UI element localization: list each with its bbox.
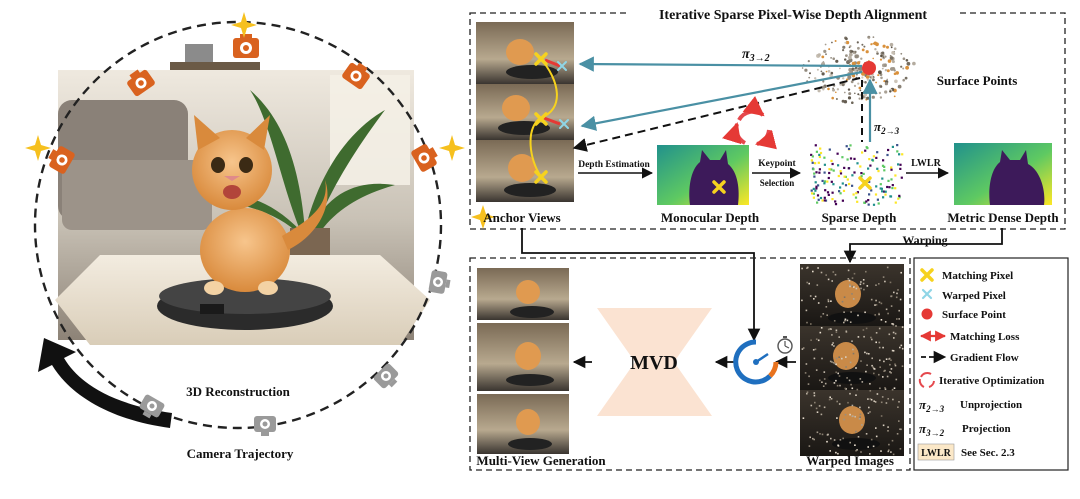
projection-arrow	[578, 56, 863, 72]
monocular-depth-label: Monocular Depth	[661, 210, 760, 225]
warped-pixel-icon	[921, 288, 933, 300]
legend-projection: Projection	[962, 423, 1011, 435]
camera-icon	[139, 394, 165, 419]
warped-images-label: Warped Images	[806, 453, 894, 468]
mvd-block	[597, 308, 712, 416]
pi-32-label: π3→2	[742, 47, 770, 64]
legend-surface-point: Surface Point	[942, 309, 1006, 321]
sparkle-icon	[231, 12, 257, 38]
reconstruction-label: 3D Reconstruction	[186, 384, 290, 399]
iterative-optimization-icon	[722, 96, 777, 150]
depth-estimation-label: Depth Estimation	[578, 160, 650, 170]
pi-23-label: π2→3	[874, 119, 900, 136]
warping-connector	[843, 228, 1003, 264]
trajectory-direction-arrow	[38, 338, 172, 428]
multi-view-panel: Multi-View Generation MVD	[469, 257, 911, 471]
projection-arrow	[580, 70, 863, 131]
warped-images-stack	[800, 264, 904, 456]
anchor-to-mvd-connector	[521, 228, 761, 342]
left-scene: 3D Reconstruction Camera Trajectory	[25, 12, 465, 461]
legend-lwlr-tag-box	[917, 443, 955, 461]
lwlr-label: LWLR	[911, 158, 941, 169]
gradient-flow-arrow	[572, 77, 861, 152]
panel-title: Iterative Sparse Pixel-Wise Depth Alignm…	[659, 8, 927, 23]
iterative-optimization-legend-icon	[918, 371, 935, 388]
metric-dense-depth-label: Metric Dense Depth	[947, 210, 1059, 225]
selection-label: Selection	[760, 178, 795, 188]
camera-icon	[428, 270, 451, 294]
legend-matching-pixel: Matching Pixel	[942, 270, 1013, 282]
surface-point-icon	[921, 308, 933, 320]
mvd-label: MVD	[630, 352, 678, 374]
warping-label: Warping	[902, 233, 947, 247]
camera-icon	[342, 62, 370, 90]
matching-loss-mark	[544, 58, 561, 68]
sparkle-icon	[25, 135, 51, 161]
sparkle-icon	[471, 205, 495, 229]
sparse-depth-map	[808, 142, 904, 206]
multi-view-generation-label: Multi-View Generation	[476, 453, 606, 468]
camera-icon	[127, 69, 155, 97]
matching-pixel-icon	[920, 268, 934, 282]
surface-points-label: Surface Points	[937, 73, 1018, 88]
anchor-views-label: Anchor Views	[483, 210, 560, 225]
camera-icon	[411, 144, 438, 172]
surface-point-cloud	[801, 35, 916, 104]
trajectory-label: Camera Trajectory	[187, 446, 294, 461]
camera-icon	[48, 146, 75, 174]
surface-point-marker	[862, 61, 876, 75]
legend: Matching Pixel Warped Pixel Surface Poin…	[913, 257, 1069, 471]
anchor-views-stack	[476, 22, 574, 202]
timer-icon	[777, 336, 793, 354]
camera-trajectory-path	[33, 20, 443, 430]
depth-alignment-panel: Iterative Sparse Pixel-Wise Depth Alignm…	[469, 6, 1066, 230]
legend-gradient-flow: Gradient Flow	[950, 352, 1019, 364]
camera-icon	[254, 416, 276, 436]
legend-unprojection: Unprojection	[960, 399, 1022, 411]
camera-icon	[373, 363, 399, 389]
monocular-depth-silhouette	[689, 150, 739, 205]
legend-warped-pixel: Warped Pixel	[942, 290, 1006, 302]
legend-lwlr-desc: See Sec. 2.3	[961, 447, 1015, 459]
legend-pi-32-symbol: π3→2	[919, 421, 945, 438]
legend-matching-loss: Matching Loss	[950, 331, 1020, 343]
guidance-gauge-icon	[733, 339, 779, 385]
sparse-depth-label: Sparse Depth	[822, 210, 898, 225]
matching-loss-mark	[543, 116, 561, 126]
generated-views-stack	[477, 268, 569, 454]
legend-pi-23-symbol: π2→3	[919, 397, 945, 414]
keypoint-label: Keypoint	[758, 159, 796, 169]
camera-icon	[233, 34, 259, 58]
legend-lwlr-tag: LWLR	[921, 448, 951, 459]
scene-photo	[55, 44, 430, 345]
legend-iterative-optimization: Iterative Optimization	[939, 375, 1044, 387]
metric-depth-silhouette	[989, 150, 1045, 205]
sparkle-icon	[439, 135, 465, 161]
